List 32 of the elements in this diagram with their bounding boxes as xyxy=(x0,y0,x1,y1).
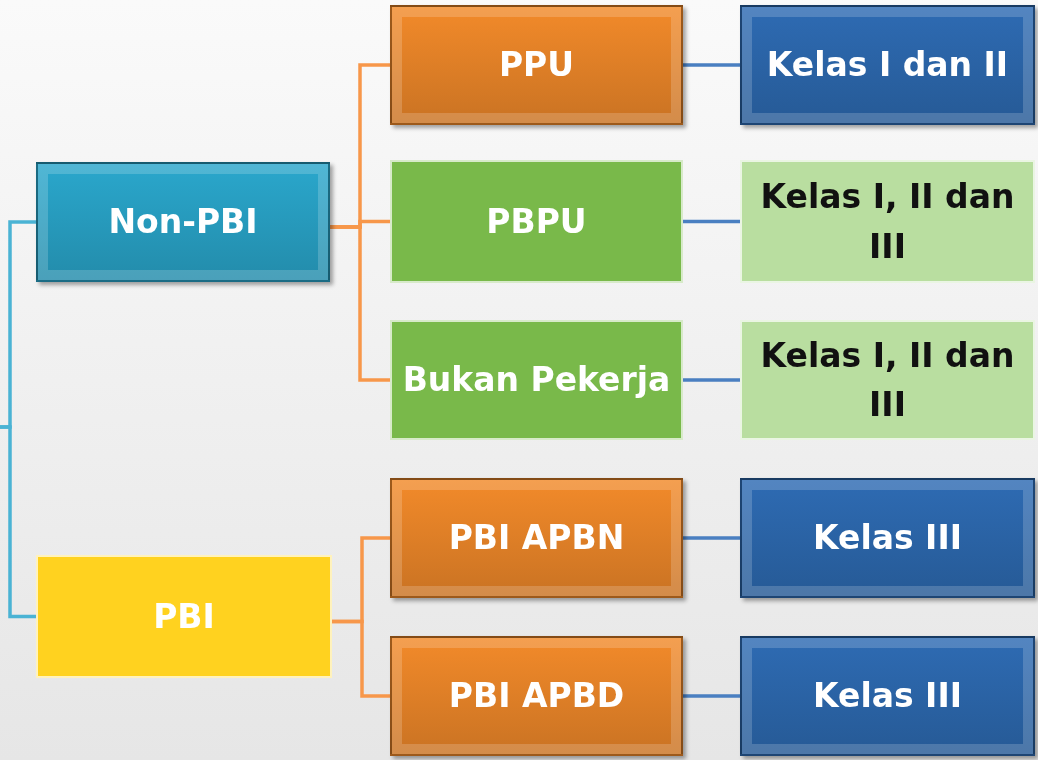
box-label: Non-PBI xyxy=(107,201,259,244)
connector-line xyxy=(0,425,36,619)
connector-line xyxy=(683,694,740,698)
box-label: PBI APBD xyxy=(447,675,626,718)
category-box xyxy=(390,160,683,283)
beveled-box xyxy=(740,636,1035,756)
beveled-box xyxy=(740,5,1035,125)
box-label: Kelas III xyxy=(812,675,963,718)
category-box xyxy=(740,160,1035,283)
beveled-box xyxy=(390,5,683,125)
connector-line xyxy=(683,536,740,540)
beveled-box xyxy=(36,162,330,282)
box-label: PBI APBN xyxy=(447,517,626,560)
connector-line xyxy=(330,225,390,382)
box-label: Kelas I, II dan III xyxy=(759,176,1016,268)
box-label: PBI xyxy=(152,595,216,638)
connector-line xyxy=(683,378,740,382)
beveled-box xyxy=(740,478,1035,598)
box-label: Bukan Pekerja xyxy=(401,359,672,402)
beveled-box xyxy=(390,636,683,756)
box-label: PBPU xyxy=(485,200,588,243)
connector-line xyxy=(683,63,740,67)
category-box xyxy=(390,320,683,440)
category-box xyxy=(36,555,332,678)
connector-line xyxy=(683,219,740,224)
box-label: Kelas III xyxy=(812,517,963,560)
category-box xyxy=(740,320,1035,440)
box-label: PPU xyxy=(497,44,576,87)
box-label: Kelas I dan II xyxy=(765,44,1010,87)
connector-line xyxy=(332,619,390,698)
box-label: Kelas I, II dan III xyxy=(759,334,1016,426)
beveled-box xyxy=(390,478,683,598)
